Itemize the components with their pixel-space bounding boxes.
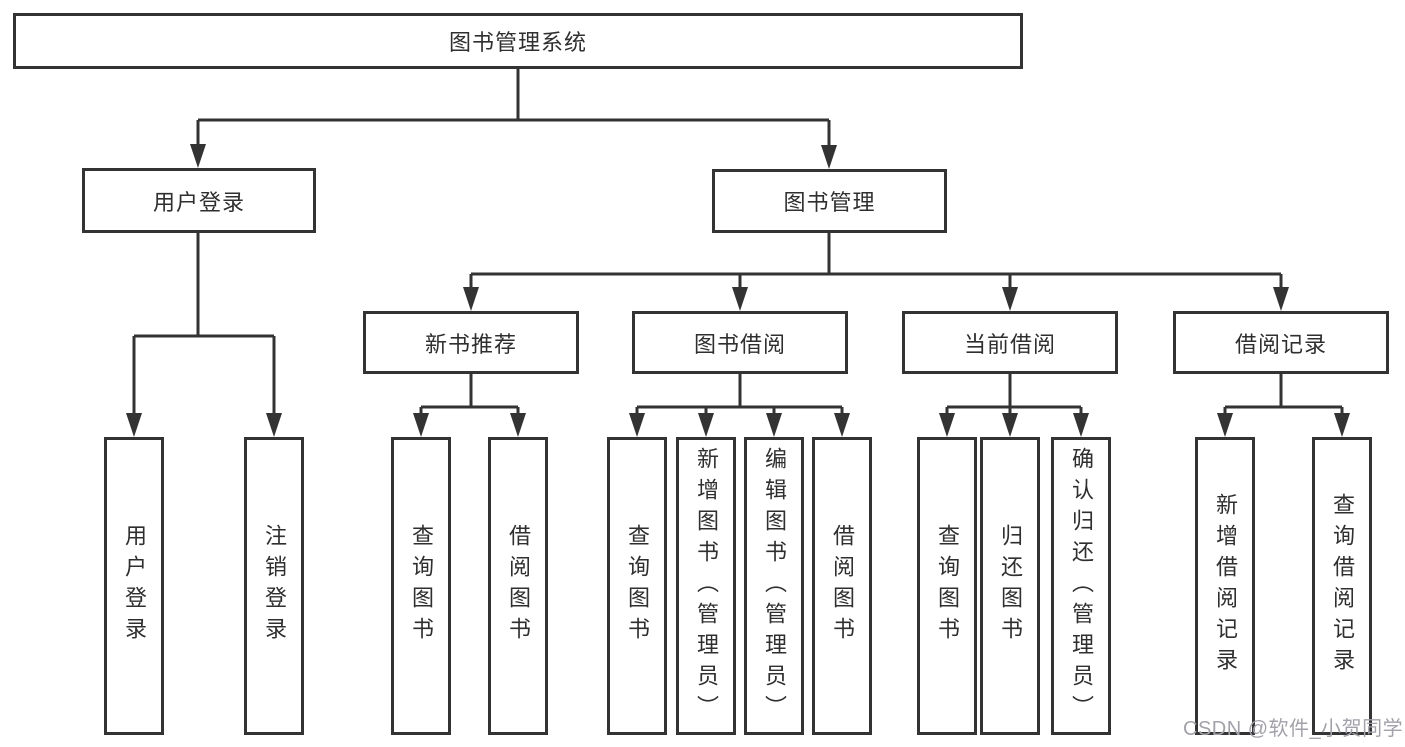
leaf-query-books-3-label: 查询图书 (935, 524, 960, 648)
node-new-book-recommend: 新书推荐 (363, 311, 579, 374)
leaf-confirm-return-admin-label: 确认归还（管理员） (1069, 446, 1094, 726)
node-book-management-label: 图书管理 (783, 190, 876, 215)
leaf-add-books-admin-label: 新增图书（管理员） (694, 446, 719, 726)
leaf-return-books: 归还图书 (980, 437, 1040, 735)
leaf-user-login: 用户登录 (104, 437, 164, 735)
leaf-query-borrow-record-label: 查询借阅记录 (1330, 493, 1355, 679)
leaf-edit-books-admin-label: 编辑图书（管理员） (762, 446, 787, 726)
node-book-management: 图书管理 (712, 169, 947, 233)
node-current-borrow-label: 当前借阅 (963, 331, 1056, 357)
leaf-return-books-label: 归还图书 (998, 524, 1023, 648)
branch-user-login (132, 233, 276, 415)
node-user-login: 用户登录 (82, 168, 316, 233)
node-root: 图书管理系统 (13, 13, 1023, 69)
leaf-add-books-admin: 新增图书（管理员） (676, 437, 736, 735)
node-book-borrow-label: 图书借阅 (693, 331, 786, 357)
node-borrow-records-label: 借阅记录 (1234, 331, 1327, 357)
node-new-book-recommend-label: 新书推荐 (424, 331, 517, 357)
branch-book-management (469, 233, 1283, 291)
branch-root (196, 69, 831, 147)
node-book-borrow: 图书借阅 (632, 311, 848, 374)
leaf-query-books-3: 查询图书 (917, 437, 977, 735)
node-user-login-label: 用户登录 (152, 189, 245, 215)
leaf-query-books-1: 查询图书 (391, 437, 451, 735)
arrowheads (126, 144, 1350, 437)
watermark: CSDN @软件_小贺同学 (1183, 718, 1404, 740)
leaf-query-books-2: 查询图书 (607, 437, 667, 735)
leaf-query-books-1-label: 查询图书 (409, 524, 434, 648)
branch-borrow-records (1223, 374, 1344, 415)
leaf-query-books-2-label: 查询图书 (625, 524, 650, 648)
node-root-label: 图书管理系统 (448, 30, 587, 55)
leaf-confirm-return-admin: 确认归还（管理员） (1051, 437, 1111, 735)
leaf-borrow-books-1: 借阅图书 (488, 437, 548, 735)
leaf-borrow-books-2: 借阅图书 (812, 437, 872, 735)
node-borrow-records: 借阅记录 (1173, 311, 1389, 374)
leaf-edit-books-admin: 编辑图书（管理员） (744, 437, 804, 735)
leaf-borrow-books-2-label: 借阅图书 (830, 524, 855, 648)
leaf-borrow-books-1-label: 借阅图书 (506, 524, 531, 648)
leaf-user-login-label: 用户登录 (122, 524, 147, 648)
branch-new-books (419, 374, 520, 415)
leaf-query-borrow-record: 查询借阅记录 (1312, 437, 1372, 735)
leaf-logout: 注销登录 (244, 437, 304, 735)
node-current-borrow: 当前借阅 (902, 311, 1118, 374)
leaf-add-borrow-record: 新增借阅记录 (1195, 437, 1255, 735)
leaf-logout-label: 注销登录 (262, 524, 287, 648)
branch-book-borrow (635, 374, 844, 415)
branch-current-borrow (945, 374, 1083, 415)
leaf-add-borrow-record-label: 新增借阅记录 (1213, 493, 1238, 679)
